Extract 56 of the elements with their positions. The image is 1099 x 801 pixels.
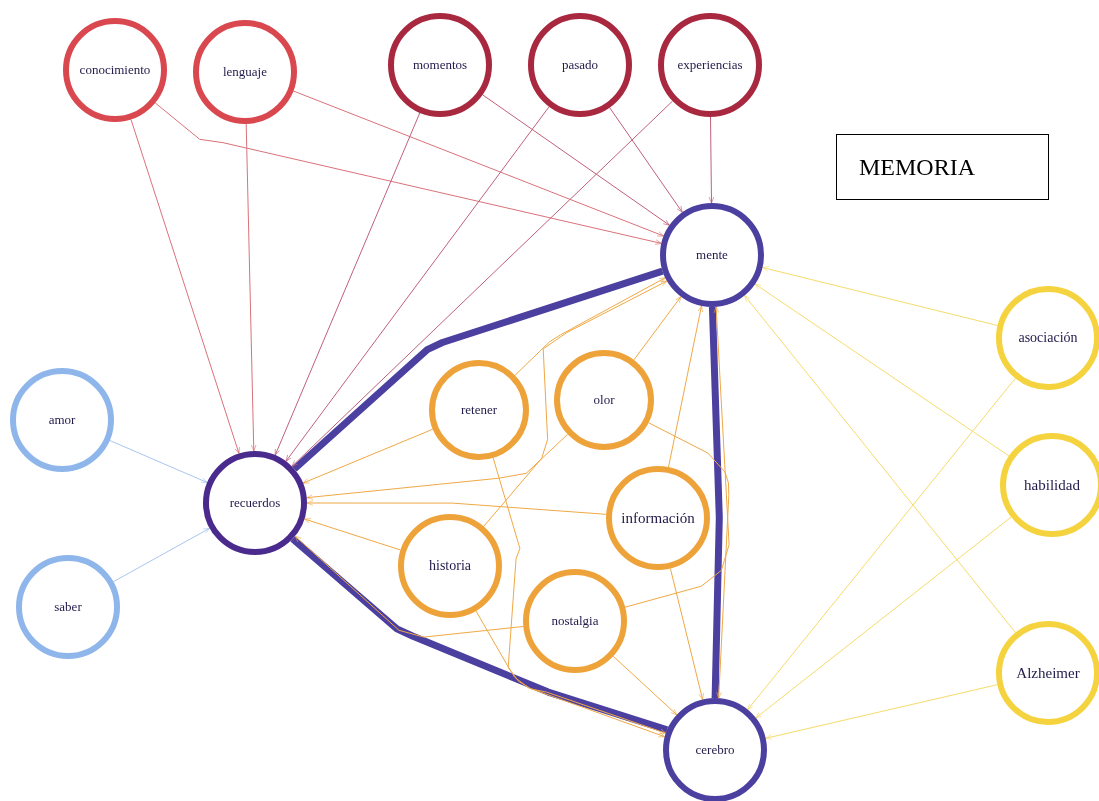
connector-line — [747, 377, 1016, 711]
node-label: Alzheimer — [1016, 664, 1080, 682]
connector-line — [130, 119, 240, 454]
connector-line — [612, 655, 678, 716]
node-label: información — [621, 509, 695, 527]
connector-line — [483, 280, 668, 527]
connector-line — [744, 295, 1016, 633]
concept-circle — [203, 451, 307, 555]
thick-connector-line — [708, 306, 723, 699]
connector-line — [762, 266, 998, 326]
connector-line — [669, 568, 704, 700]
node-label: asociación — [1018, 330, 1078, 346]
connector-line — [274, 112, 421, 456]
connector-line — [624, 306, 730, 608]
node-label: conocimiento — [79, 62, 151, 78]
connector-line — [633, 296, 682, 361]
connector-line — [302, 428, 434, 484]
node-label: retener — [460, 402, 498, 418]
connector-line — [708, 116, 715, 204]
node-label: momentos — [412, 57, 468, 73]
connector-line — [306, 433, 569, 500]
node-label: lenguaje — [222, 64, 267, 80]
node-label: cerebro — [695, 742, 735, 758]
node-label: experiencias — [677, 57, 743, 73]
node-label: habilidad — [1024, 476, 1080, 494]
connector-line — [648, 422, 730, 699]
connector-line — [765, 684, 998, 740]
node-label: olor — [593, 392, 615, 408]
thick-connector-line — [292, 267, 664, 472]
title-box: MEMORIA — [836, 134, 1049, 200]
node-label: saber — [54, 599, 82, 615]
node-label: nostalgia — [551, 613, 599, 629]
connector-line — [294, 535, 524, 638]
connector-line — [492, 457, 667, 734]
node-label: mente — [696, 247, 728, 263]
connector-line — [482, 94, 670, 226]
connector-line — [292, 90, 665, 237]
node-label: amor — [48, 412, 76, 428]
connector-line — [475, 610, 666, 738]
connector-line — [668, 305, 703, 468]
connector-line — [112, 527, 211, 583]
connector-line — [154, 102, 662, 245]
node-label: historia — [429, 558, 471, 574]
connector-line — [514, 277, 666, 376]
node-label: pasado — [561, 57, 599, 73]
connector-line — [755, 516, 1012, 719]
node-label: recuerdos — [229, 495, 281, 511]
connector-line — [109, 440, 208, 483]
connector-line — [304, 518, 401, 551]
connector-line — [291, 100, 673, 467]
thick-connector-line — [290, 536, 669, 734]
connector-line — [306, 500, 607, 515]
connector-line — [285, 106, 550, 462]
connector-line — [245, 123, 257, 452]
connector-line — [754, 283, 1010, 457]
connector-line — [609, 107, 683, 213]
